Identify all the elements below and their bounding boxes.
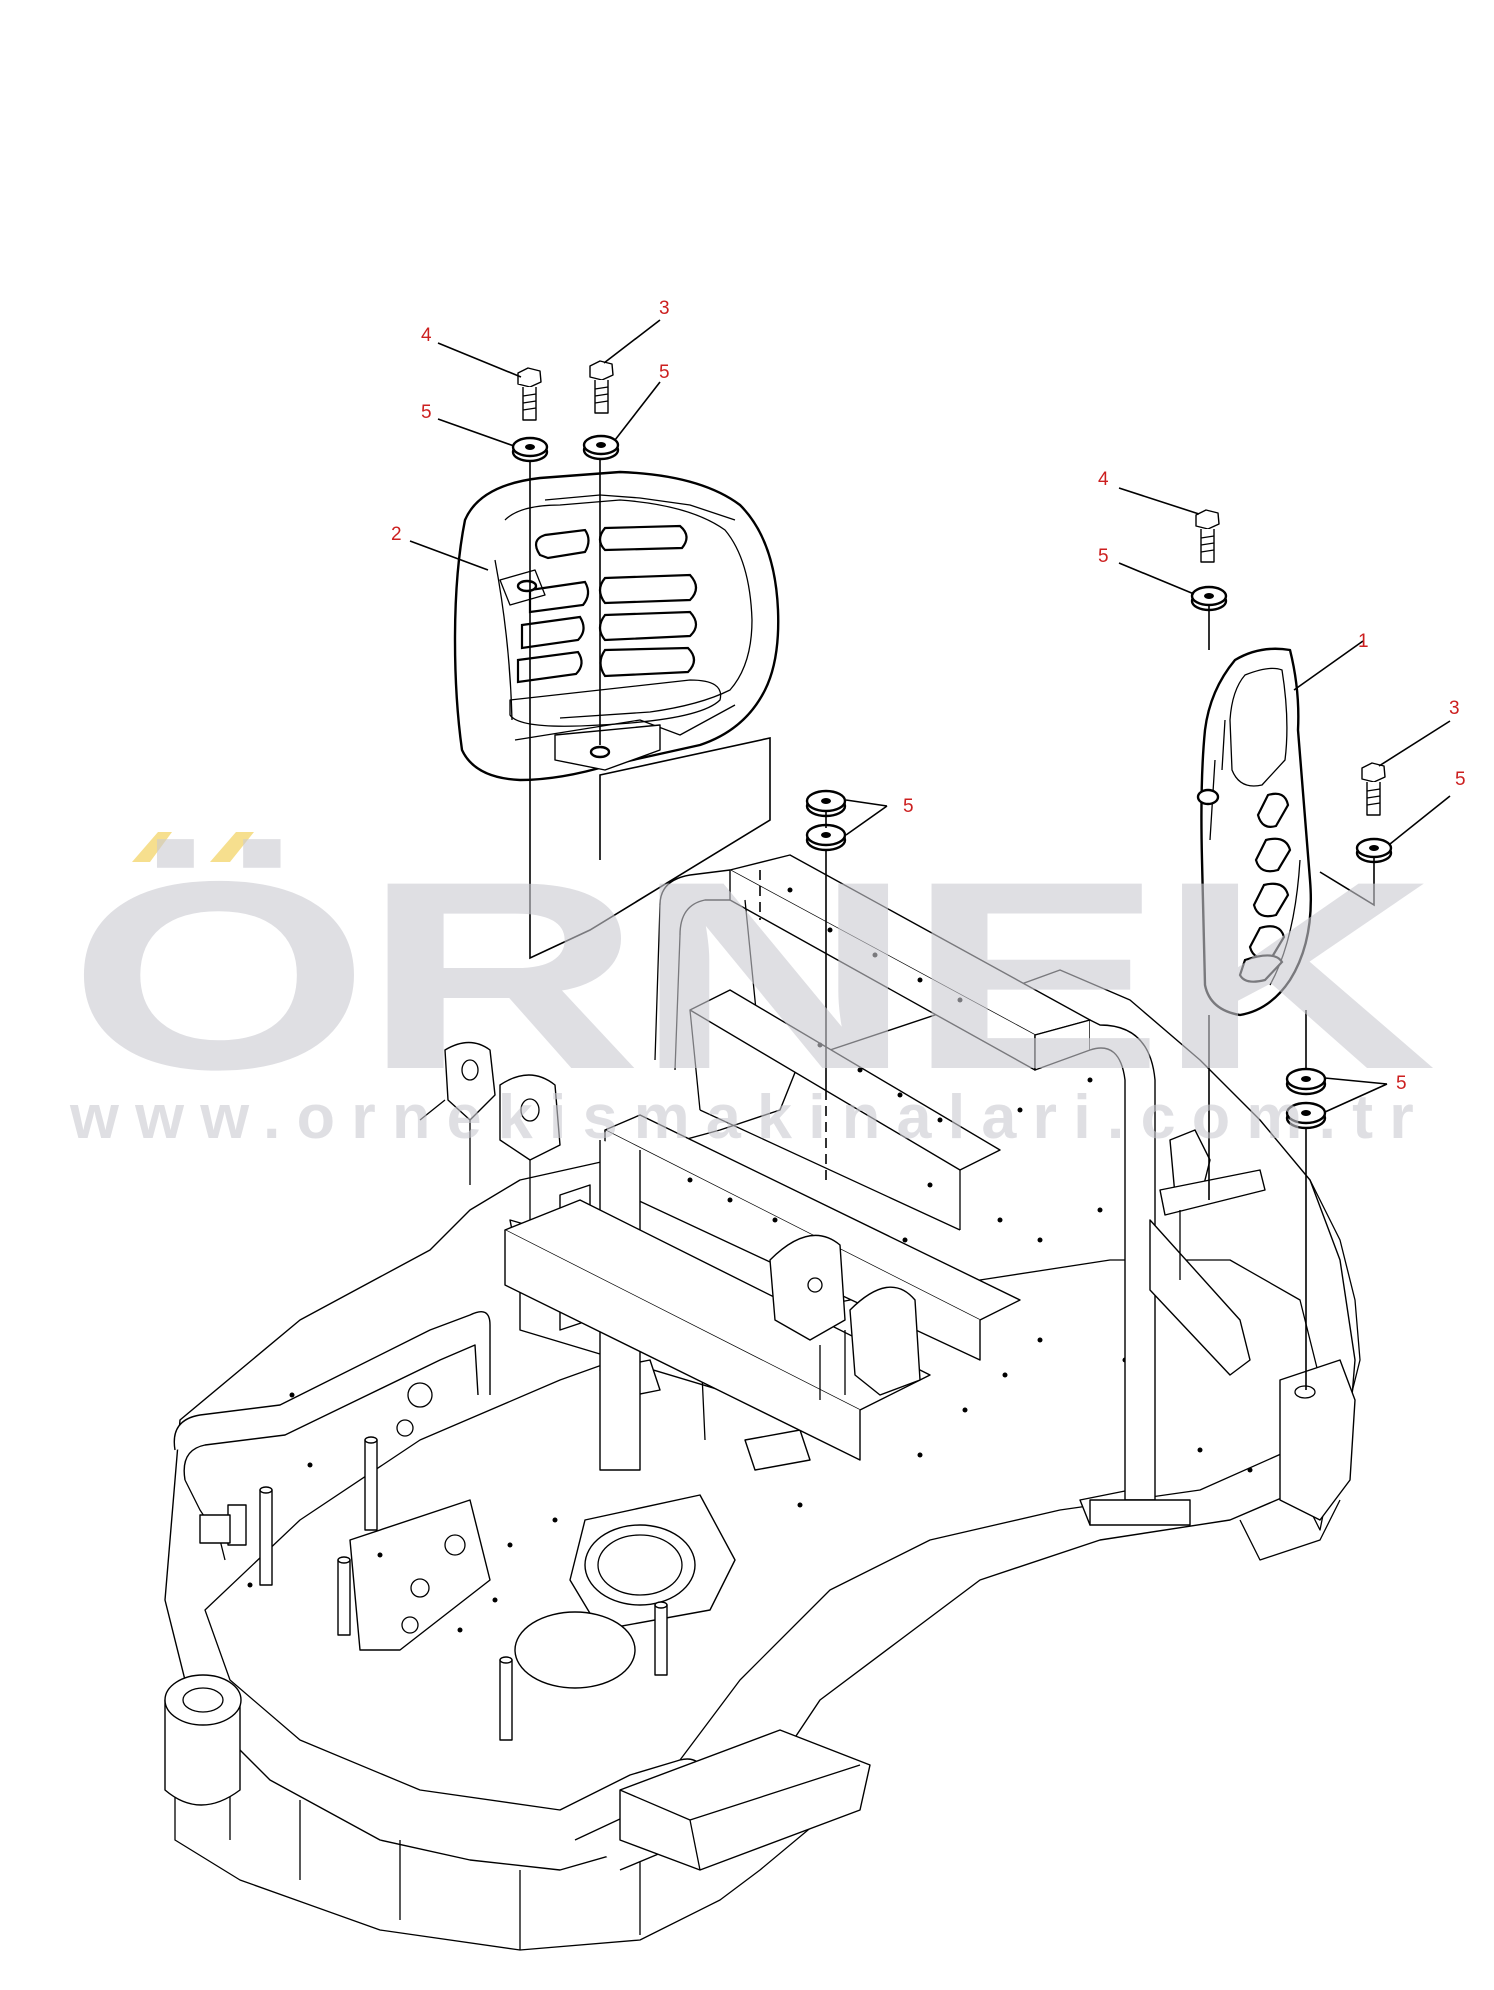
- cab-support-frame: [419, 854, 1266, 1526]
- bolt-4-right: [1195, 509, 1220, 563]
- callout-5-mid: 5: [903, 796, 914, 817]
- callout-5-right-b: 5: [1455, 769, 1466, 790]
- watermark-accent-right: [210, 832, 254, 862]
- callout-5-left-b: 5: [659, 362, 670, 383]
- callout-2: 2: [391, 524, 402, 545]
- washer-5-left-b: [582, 434, 620, 461]
- bolt-3-left: [589, 360, 614, 414]
- callout-1: 1: [1358, 631, 1369, 652]
- left-cover-part-2: [453, 470, 780, 782]
- washer-5-right-b: [1355, 837, 1393, 864]
- callout-3-left: 3: [659, 298, 670, 319]
- assembly-lines: [529, 460, 1375, 1390]
- watermark: ÖRNEK www.ornekismakinalari.com.tr: [68, 825, 1441, 1152]
- callout-3-right: 3: [1449, 698, 1460, 719]
- bolt-3-right: [1361, 762, 1386, 816]
- washer-5-mid-a: [805, 789, 847, 818]
- washer-5-right-c: [1285, 1067, 1327, 1096]
- callout-5-right-c: 5: [1396, 1073, 1407, 1094]
- watermark-brand: ÖRNEK: [68, 825, 1435, 1125]
- callout-leaders: [409, 319, 1451, 1113]
- right-cover-part-1: [1196, 647, 1313, 1017]
- callout-labels: 4 3 5 5 2 5 4 5 1 3 5 5: [391, 298, 1466, 1094]
- washer-5-left-a: [511, 436, 549, 463]
- callout-4-right: 4: [1098, 469, 1109, 490]
- callout-4-left: 4: [421, 325, 432, 346]
- callout-5-left-a: 5: [421, 402, 432, 423]
- callout-5-right-a: 5: [1098, 546, 1109, 567]
- watermark-accent-left: [132, 832, 172, 862]
- fasteners: [511, 360, 1393, 1130]
- washer-5-right-d: [1285, 1101, 1327, 1130]
- watermark-url: www.ornekismakinalari.com.tr: [69, 1083, 1430, 1152]
- bolt-4-left: [517, 367, 542, 421]
